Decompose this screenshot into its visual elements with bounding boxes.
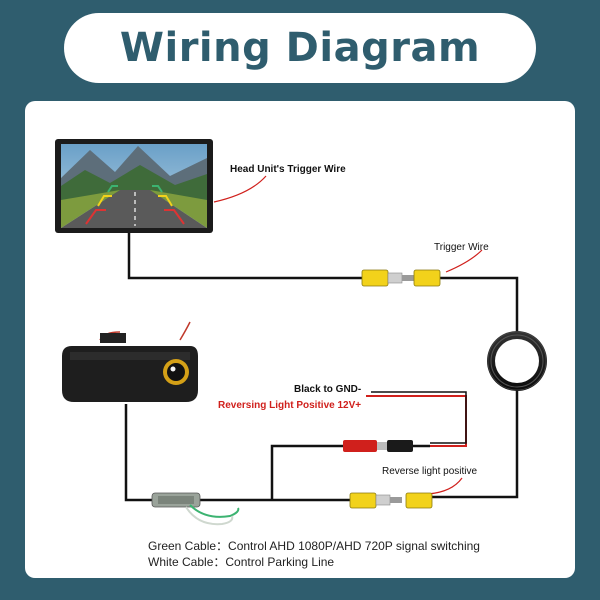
reverse-light-pointer <box>427 477 463 495</box>
legend-key: White Cable： <box>148 555 226 569</box>
cable-coil <box>487 331 547 391</box>
legend-green-cable: Green Cable：Control AHD 1080P/AHD 720P s… <box>148 537 480 554</box>
page-title: Wiring Diagram <box>119 25 481 71</box>
coil-to-bottom-wire <box>432 388 519 499</box>
power-connector <box>343 440 413 452</box>
wire-network <box>124 232 519 502</box>
white-cable <box>185 506 234 526</box>
legend-value: Control AHD 1080P/AHD 720P signal switch… <box>228 539 480 553</box>
camera-cable <box>124 404 152 502</box>
trigger-rca-connector <box>361 269 441 287</box>
head-unit-video-wire <box>127 232 362 280</box>
head-unit-trigger-label: Head Unit's Trigger Wire <box>230 164 346 175</box>
green-cable <box>189 504 240 518</box>
black-gnd-wire <box>371 391 467 444</box>
black-gnd-label: Black to GND- <box>294 384 361 395</box>
head-unit <box>55 139 213 233</box>
trigger-wire-to-coil <box>440 276 519 333</box>
reversing-positive-label: Reversing Light Positive 12V+ <box>218 400 361 411</box>
reverse-light-positive-label: Reverse light positive <box>382 466 477 477</box>
cable-splitter <box>151 492 240 526</box>
reverse-rca-connector <box>349 492 433 509</box>
power-branch-wire <box>270 444 343 500</box>
trigger-wire-pointer <box>445 249 483 273</box>
head-unit-pointer <box>213 175 267 203</box>
legend-key: Green Cable： <box>148 539 229 553</box>
red-power-wire <box>366 395 467 447</box>
legend-white-cable: White Cable：Control Parking Line <box>148 553 334 570</box>
power-wires <box>366 395 467 447</box>
trigger-wire-label: Trigger Wire <box>434 242 489 253</box>
reversing-camera <box>62 321 198 402</box>
title-banner: Wiring Diagram <box>64 13 536 83</box>
legend-value: Control Parking Line <box>225 555 335 569</box>
